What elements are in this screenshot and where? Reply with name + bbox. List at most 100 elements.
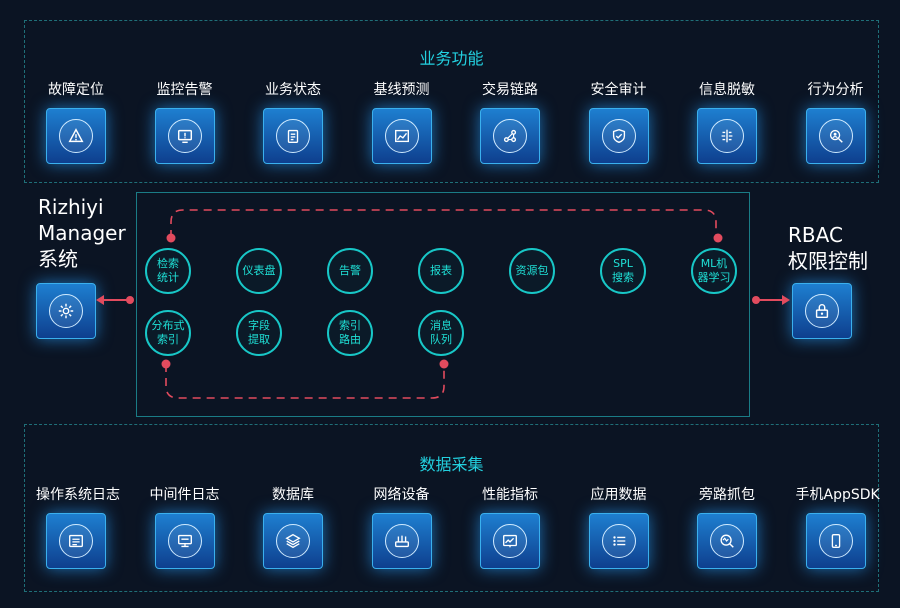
core-node-line1: ML机 <box>700 257 728 270</box>
manager-connector <box>98 299 130 301</box>
core-node: ML机器学习 <box>691 248 737 294</box>
collect-icon-box <box>263 513 323 569</box>
router-icon <box>384 524 419 558</box>
business-item-label: 监控告警 <box>156 82 213 98</box>
core-node: 仪表盘 <box>236 248 282 294</box>
collect-item-label: 操作系统日志 <box>36 487 120 503</box>
business-item: 交易链路 <box>470 80 550 164</box>
core-node-line2: 索引 <box>157 333 179 346</box>
core-node: 报表 <box>418 248 464 294</box>
collect-item: 应用数据 <box>579 485 659 569</box>
core-node-line1: 告警 <box>339 264 361 277</box>
core-node-line1: 资源包 <box>515 264 549 277</box>
business-item-label: 安全审计 <box>590 82 647 98</box>
app-list-icon <box>601 524 636 558</box>
business-item: 安全审计 <box>579 80 659 164</box>
core-node-line2: 统计 <box>157 271 179 284</box>
core-node: 分布式索引 <box>145 310 191 356</box>
core-node-label: 索引路由 <box>339 319 361 347</box>
nodes-link-icon <box>493 119 527 153</box>
collect-title: 数据采集 <box>419 455 484 474</box>
business-item-label: 故障定位 <box>48 82 104 98</box>
collect-icon-box <box>805 513 866 569</box>
collect-panel: 数据采集 <box>24 424 879 592</box>
core-node-line1: 字段 <box>248 319 270 332</box>
rbac-title-line1: RBAC <box>788 223 843 247</box>
layers-icon <box>276 524 310 558</box>
clipboard-icon <box>276 119 310 153</box>
mask-icon <box>710 119 744 153</box>
manager-title-line2: Manager <box>38 221 126 245</box>
collect-item-label: 手机AppSDK <box>795 487 880 503</box>
core-node-label: 消息队列 <box>430 319 452 347</box>
collect-item: 性能指标 <box>470 485 550 569</box>
business-icon-box <box>697 108 757 164</box>
collect-item-label: 旁路抓包 <box>699 487 755 503</box>
manager-arrow-head <box>96 295 104 305</box>
core-node: 资源包 <box>509 248 555 294</box>
collect-item-label: 网络设备 <box>373 487 430 503</box>
business-icon-box <box>805 108 866 164</box>
core-node-label: 告警 <box>339 264 361 278</box>
core-node-label: ML机器学习 <box>698 257 731 285</box>
core-node-line1: 分布式 <box>151 319 185 332</box>
manager-title-line1: Rizhiyi <box>38 195 104 219</box>
core-node-line1: 仪表盘 <box>242 264 276 277</box>
business-icon-box <box>46 108 106 164</box>
rbac-box <box>792 283 852 339</box>
gear-icon <box>49 294 83 328</box>
business-item: 行为分析 <box>796 80 876 164</box>
business-item: 故障定位 <box>36 80 116 164</box>
core-node: 消息队列 <box>418 310 464 356</box>
business-item-label: 基线预测 <box>373 82 430 98</box>
collect-item-label: 数据库 <box>272 487 314 503</box>
business-icon-box <box>263 108 323 164</box>
rbac-connector <box>756 299 784 301</box>
collect-icon-box <box>588 513 649 569</box>
core-node-label: 分布式索引 <box>152 319 185 347</box>
business-item: 基线预测 <box>362 80 442 164</box>
business-icon-box <box>588 108 649 164</box>
core-node-line2: 器学习 <box>697 271 731 284</box>
chart-icon <box>384 119 419 153</box>
collect-item-label: 应用数据 <box>590 487 647 503</box>
business-icon-box <box>480 108 540 164</box>
collect-icon-box <box>371 513 432 569</box>
rbac-arrow-head <box>782 295 790 305</box>
rbac-title: RBAC 权限控制 <box>788 222 868 274</box>
lock-icon <box>805 294 839 328</box>
core-node: 索引路由 <box>327 310 373 356</box>
collect-item-label: 中间件日志 <box>149 487 220 503</box>
core-node-line1: 索引 <box>339 319 361 332</box>
manager-title: Rizhiyi Manager 系统 <box>38 194 126 272</box>
core-node-label: 报表 <box>430 264 452 278</box>
business-item: 信息脱敏 <box>687 80 767 164</box>
collect-item: 数据库 <box>253 485 333 569</box>
business-item-label: 信息脱敏 <box>699 82 755 98</box>
manager-connector-dot <box>126 296 134 304</box>
business-title: 业务功能 <box>419 49 484 68</box>
core-platform-box <box>136 192 750 417</box>
business-item-label: 行为分析 <box>807 82 864 98</box>
core-node-label: 资源包 <box>516 264 549 278</box>
core-node-line2: 队列 <box>430 333 452 346</box>
manager-title-line3: 系统 <box>38 247 78 271</box>
trend-icon <box>493 524 527 558</box>
core-node-label: 检索统计 <box>157 257 179 285</box>
collect-item: 中间件日志 <box>145 485 225 569</box>
business-item-label: 交易链路 <box>482 82 538 98</box>
business-panel: 业务功能 <box>24 20 879 183</box>
core-node-line2: 搜索 <box>612 271 634 284</box>
collect-item: 旁路抓包 <box>687 485 767 569</box>
server-icon <box>167 524 202 558</box>
collect-item-label: 性能指标 <box>482 487 538 503</box>
core-node-line2: 提取 <box>248 333 270 346</box>
collect-icon-box <box>46 513 106 569</box>
collect-item: 手机AppSDK <box>795 485 880 569</box>
collect-icon-box <box>697 513 757 569</box>
core-node-line1: 检索 <box>157 257 179 270</box>
core-node: 字段提取 <box>236 310 282 356</box>
collect-item: 网络设备 <box>362 485 442 569</box>
